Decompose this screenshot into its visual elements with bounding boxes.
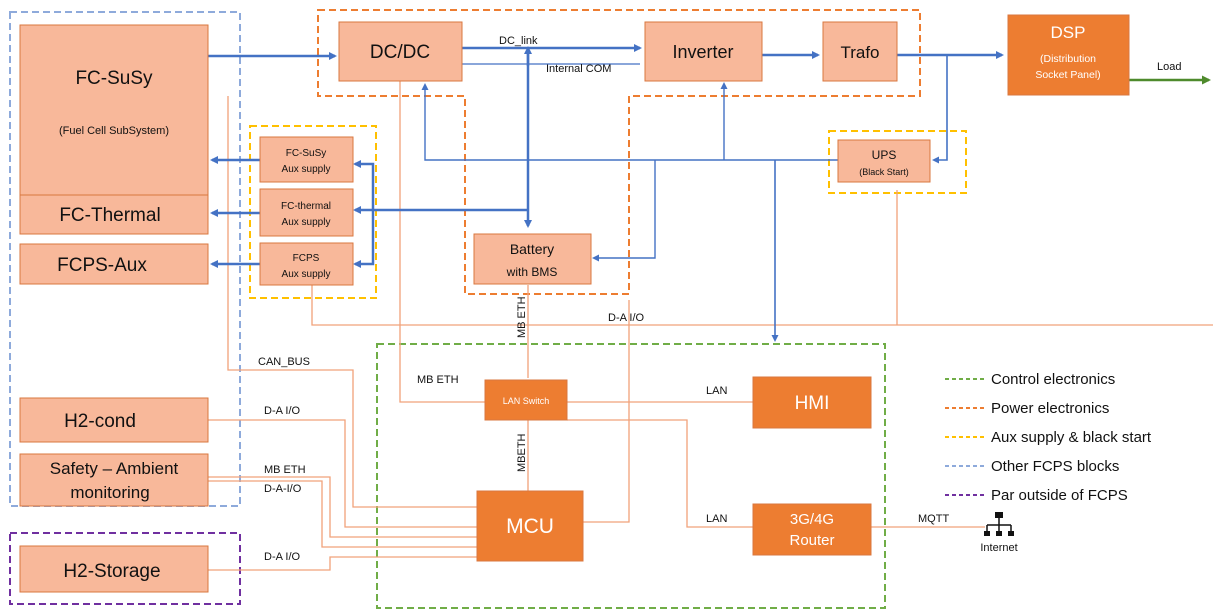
inverter-label: Inverter <box>672 42 733 62</box>
safety-label-line2: monitoring <box>70 483 149 502</box>
ups-title: UPS <box>872 148 897 162</box>
mbeth-vertical-label: MBETH <box>516 433 528 472</box>
dcdc-label: DC/DC <box>370 42 430 63</box>
safety-monitoring-block[interactable]: Safety – Ambient monitoring <box>19 453 209 507</box>
h2-cond-label: H2-cond <box>64 411 136 432</box>
fc-thermal-aux-supply[interactable]: FC-thermal Aux supply <box>259 188 354 237</box>
dcdc-block[interactable]: DC/DC <box>338 21 463 82</box>
lan-router-label: LAN <box>706 513 727 525</box>
legend-label: Other FCPS blocks <box>991 458 1119 475</box>
battery-block[interactable]: Battery with BMS <box>473 233 592 285</box>
d-a-io-h2cond-label: D-A I/O <box>264 405 301 417</box>
d-a-io-safety-label: D-A-I/O <box>264 483 302 495</box>
aux1-line2: Aux supply <box>282 164 331 175</box>
trafo-label: Trafo <box>840 43 879 62</box>
fc-susy-block[interactable]: FC-SuSy (Fuel Cell SubSystem) <box>19 24 209 197</box>
aux3-line1: FCPS <box>293 253 320 264</box>
lan-switch-block[interactable]: LAN Switch <box>484 379 568 421</box>
fcps-aux-supply[interactable]: FCPS Aux supply <box>259 242 354 286</box>
router-block[interactable]: 3G/4G Router <box>752 503 872 556</box>
d-a-io-storage-label: D-A I/O <box>264 551 301 563</box>
fc-susy-subtitle: (Fuel Cell SubSystem) <box>59 125 169 137</box>
ups-block[interactable]: UPS (Black Start) <box>837 139 931 183</box>
legend-label: Control electronics <box>991 371 1115 388</box>
ups-subtitle: (Black Start) <box>859 167 909 177</box>
battery-line1: Battery <box>510 241 554 257</box>
dsp-line2: Socket Panel) <box>1035 69 1100 81</box>
d-a-io-top-label: D-A I/O <box>608 312 645 324</box>
aux1-line1: FC-SuSy <box>286 148 327 159</box>
h2-storage-label: H2-Storage <box>63 561 160 582</box>
internet-label: Internet <box>980 542 1017 554</box>
network-icon <box>984 512 1014 536</box>
power-flows <box>208 44 1004 342</box>
fc-thermal-block[interactable]: FC-Thermal <box>19 194 209 235</box>
dc-link-label: DC_link <box>499 35 538 47</box>
legend-label: Aux supply & black start <box>991 429 1152 446</box>
hmi-block[interactable]: HMI <box>752 376 872 429</box>
dsp-block[interactable]: DSP (Distribution Socket Panel) <box>1007 14 1130 96</box>
load-label: Load <box>1157 61 1181 73</box>
h2-storage-block[interactable]: H2-Storage <box>19 545 209 593</box>
internal-com-label: Internal COM <box>546 63 611 75</box>
fc-thermal-label: FC-Thermal <box>59 205 160 226</box>
safety-label-line1: Safety – Ambient <box>50 459 179 478</box>
dsp-line1: (Distribution <box>1040 53 1096 65</box>
h2-cond-block[interactable]: H2-cond <box>19 397 209 443</box>
lan-hmi-label: LAN <box>706 385 727 397</box>
mb-eth-battery-label: MB ETH <box>516 296 528 338</box>
control-electronics-group <box>376 343 886 609</box>
outside-fcps-group <box>9 532 241 605</box>
lan-switch-label: LAN Switch <box>503 396 550 406</box>
fcps-aux-label: FCPS-Aux <box>57 255 147 276</box>
mcu-label: MCU <box>506 515 554 538</box>
hmi-label: HMI <box>795 393 830 414</box>
inverter-block[interactable]: Inverter <box>644 21 763 82</box>
router-line2: Router <box>789 532 834 549</box>
signal-lines <box>208 78 1213 571</box>
mb-eth-safety-label: MB ETH <box>264 464 306 476</box>
trafo-block[interactable]: Trafo <box>822 21 898 82</box>
aux3-line2: Aux supply <box>282 269 331 280</box>
dsp-title: DSP <box>1051 23 1086 42</box>
fcps-aux-block[interactable]: FCPS-Aux <box>19 243 209 285</box>
legend-label: Par outside of FCPS <box>991 487 1128 504</box>
battery-line2: with BMS <box>506 265 558 279</box>
aux2-line2: Aux supply <box>282 217 331 228</box>
mcu-block[interactable]: MCU <box>476 490 584 562</box>
fc-susy-aux-supply[interactable]: FC-SuSy Aux supply <box>259 136 354 183</box>
legend-label: Power electronics <box>991 400 1109 417</box>
power-electronics-group <box>317 9 921 295</box>
can-bus-label: CAN_BUS <box>258 356 310 368</box>
fc-susy-title: FC-SuSy <box>75 68 153 89</box>
mb-eth-switch-label: MB ETH <box>417 374 459 386</box>
router-line1: 3G/4G <box>790 511 834 528</box>
mqtt-label: MQTT <box>918 513 949 525</box>
aux2-line1: FC-thermal <box>281 201 331 212</box>
